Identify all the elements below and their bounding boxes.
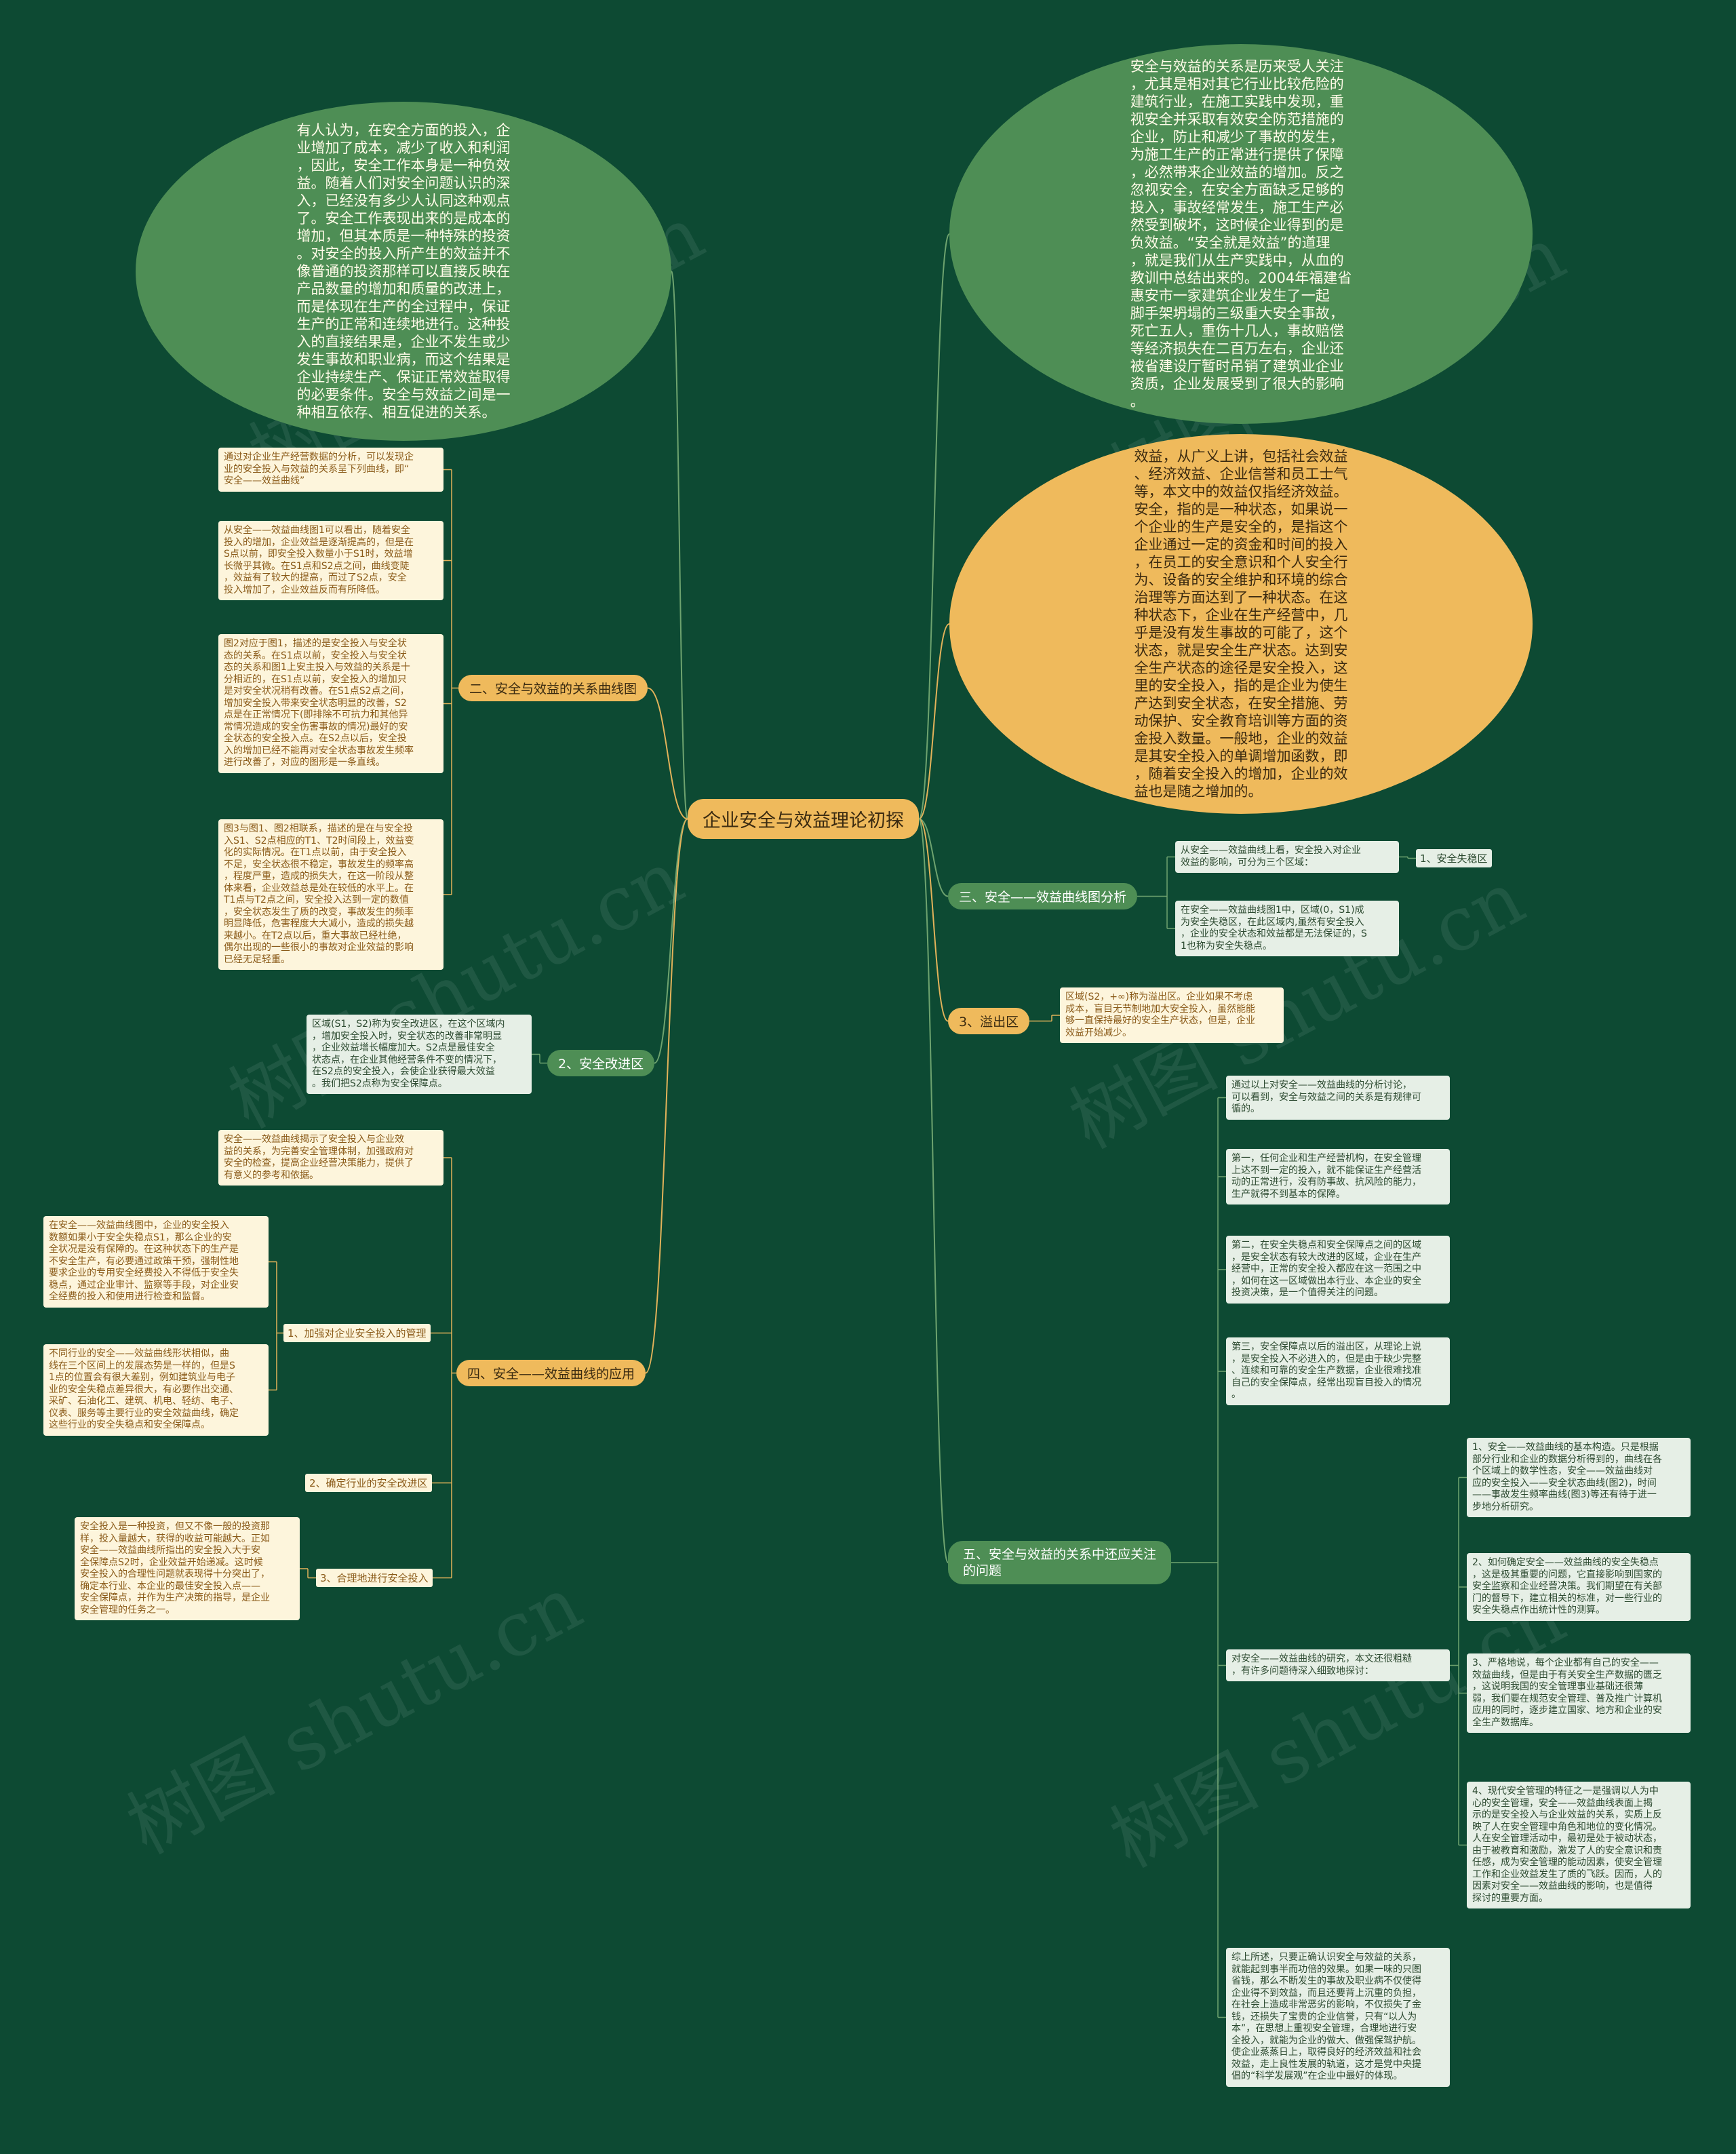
note-leaf[interactable]: 对安全——效益曲线的研究，本文还很粗糙 ，有许多问题待深入细致地探讨： <box>1226 1649 1450 1681</box>
note-leaf[interactable]: 3、严格地说，每个企业都有自己的安全—— 效益曲线，但是由于有关安全生产数据的匮… <box>1467 1653 1691 1733</box>
note-leaf[interactable]: 通过以上对安全——效益曲线的分析讨论， 可以看到，安全与效益之间的关系是有规律可… <box>1226 1076 1450 1120</box>
ellipse-note-right-top[interactable]: 安全与效益的关系是历来受人关注 ，尤其是相对其它行业比较危险的 建筑行业，在施工… <box>949 44 1533 424</box>
connector-line <box>645 818 688 1374</box>
connector-line <box>671 271 688 820</box>
note-leaf[interactable]: 第三，安全保障点以后的溢出区，从理论上说 ，是安全投入不必进入的，但是由于缺少完… <box>1226 1337 1450 1405</box>
branch-curve-analysis[interactable]: 三、安全——效益曲线图分析 <box>948 883 1138 909</box>
ellipse-note-text: 安全与效益的关系是历来受人关注 ，尤其是相对其它行业比较危险的 建筑行业，在施工… <box>1130 58 1352 410</box>
connector-line <box>647 687 688 820</box>
branch-curve-chart[interactable]: 二、安全与效益的关系曲线图 <box>458 675 648 701</box>
note-leaf[interactable]: 安全投入是一种投资，但又不像一般的投资那 样，投入量越大，获得的收益可能越大。正… <box>75 1517 300 1620</box>
note-leaf[interactable]: 区域(S1，S2)称为安全改进区，在这个区域内 ，增加安全投入时，安全状态的改善… <box>307 1015 532 1094</box>
connector-line <box>918 818 949 1022</box>
ellipse-note-text: 有人认为，在安全方面的投入，企 业增加了成本，减少了收入和利润 ，因此，安全工作… <box>296 122 511 420</box>
note-leaf[interactable]: 在安全——效益曲线图1中，区域(0，S1)成 为安全失稳区，在此区域内,虽然有安… <box>1175 901 1399 956</box>
note-leaf[interactable]: 安全——效益曲线揭示了安全投入与企业效 益的关系，为完善安全管理体制，加强政府对… <box>218 1130 443 1186</box>
branch-curve-application[interactable]: 四、安全——效益曲线的应用 <box>456 1360 646 1386</box>
connector-line <box>918 623 950 820</box>
connector-line <box>918 818 949 1563</box>
connector-line <box>918 233 950 820</box>
sub-topic-industry-zone[interactable]: 2、确定行业的安全改进区 <box>305 1474 432 1492</box>
sub-topic-investment-management[interactable]: 1、加强对企业安全投入的管理 <box>283 1324 431 1342</box>
note-leaf[interactable]: 图2对应于图1，描述的是安全投入与安全状 态的关系。在S1点以前，安全投入与安全… <box>218 634 443 773</box>
root-topic[interactable]: 企业安全与效益理论初探 <box>688 799 919 839</box>
note-leaf[interactable]: 2、如何确定安全——效益曲线的安全失稳点 ，这是极其重要的问题，它直接影响到国家… <box>1467 1553 1691 1621</box>
note-leaf[interactable]: 从安全——效益曲线图1可以看出，随着安全 投入的增加，企业效益是逐渐提高的，但是… <box>218 521 443 600</box>
note-leaf[interactable]: 4、现代安全管理的特征之一是强调以人为中 心的安全管理，安全——效益曲线表面上揭… <box>1467 1782 1691 1908</box>
note-leaf[interactable]: 1、安全——效益曲线的基本构造。只是根据 部分行业和企业的数据分析得到的，曲线在… <box>1467 1438 1691 1517</box>
connector-line <box>654 818 688 1064</box>
note-leaf[interactable]: 在安全——效益曲线图中，企业的安全投入 数额如果小于安全失稳点S1，那么企业的安… <box>43 1216 269 1308</box>
note-leaf[interactable]: 第二，在安全失稳点和安全保障点之间的区域 ，是安全状态有较大改进的区域，企业在生… <box>1226 1236 1450 1304</box>
note-leaf[interactable]: 从安全——效益曲线上看，安全投入对企业 效益的影响，可分为三个区域： <box>1175 841 1399 873</box>
sub-topic-unstable-zone[interactable]: 1、安全失稳区 <box>1416 849 1492 867</box>
branch-improvement-zone[interactable]: 2、安全改进区 <box>547 1050 655 1076</box>
note-leaf[interactable]: 综上所述，只要正确认识安全与效益的关系， 就能起到事半而功倍的效果。如果一味的只… <box>1226 1948 1450 2087</box>
branch-overflow-zone[interactable]: 3、溢出区 <box>948 1008 1030 1034</box>
ellipse-note-right-mid[interactable]: 效益，从广义上讲，包括社会效益 、经济效益、企业信誉和员工士气 等，本文中的效益… <box>949 434 1533 814</box>
ellipse-note-left[interactable]: 有人认为，在安全方面的投入，企 业增加了成本，减少了收入和利润 ，因此，安全工作… <box>136 102 671 441</box>
note-leaf[interactable]: 区域(S2，+∞)称为溢出区。企业如果不考虑 成本，盲目无节制地加大安全投入，虽… <box>1060 987 1284 1043</box>
note-leaf[interactable]: 不同行业的安全——效益曲线形状相似，曲 线在三个区间上的发展态势是一样的，但是S… <box>43 1344 269 1436</box>
note-leaf[interactable]: 图3与图1、图2相联系，描述的是在与安全投 入S1、S2点相应的T1、T2时间段… <box>218 819 443 970</box>
branch-further-issues[interactable]: 五、安全与效益的关系中还应关注 的问题 <box>948 1541 1172 1584</box>
note-leaf[interactable]: 第一，任何企业和生产经营机构，在安全管理 上达不到一定的投入，就不能保证生产经营… <box>1226 1149 1450 1205</box>
sub-topic-reasonable-investment[interactable]: 3、合理地进行安全投入 <box>316 1569 433 1587</box>
ellipse-note-text: 效益，从广义上讲，包括社会效益 、经济效益、企业信誉和员工士气 等，本文中的效益… <box>1134 448 1348 800</box>
connector-line <box>918 818 949 897</box>
note-leaf[interactable]: 通过对企业生产经营数据的分析，可以发现企 业的安全投入与效益的关系呈下列曲线，即… <box>218 448 443 492</box>
